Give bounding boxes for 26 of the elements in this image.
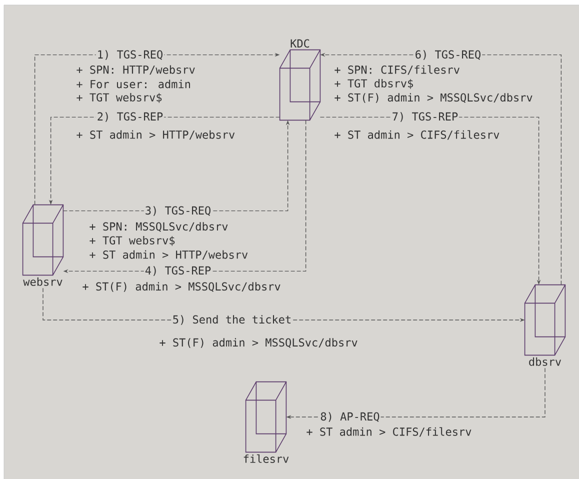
message-detail: + TGT dbsrv$ (334, 79, 414, 89)
message-detail: + ST admin > CIFS/filesrv (306, 427, 472, 437)
server-cube: filesrv (244, 381, 289, 463)
edge-label: 1) TGS-REQ (96, 49, 164, 61)
server-cube: dbsrv (524, 284, 566, 366)
message-detail: + SPN: MSSQLSvc/dbsrv (90, 222, 228, 232)
server-cube: websrv (22, 204, 64, 286)
server-cube: KDC (279, 39, 321, 121)
message-detail: + ST(F) admin > MSSQLSvc/dbsrv (334, 93, 532, 103)
edge-label: 3) TGS-REQ (144, 205, 212, 217)
message-detail: + SPN: HTTP/websrv (76, 65, 195, 75)
message-detail: + ST admin > CIFS/filesrv (334, 130, 500, 140)
edge-label: 7) TGS-REP (390, 111, 460, 123)
edge-label: 8) AP-REQ (319, 411, 381, 423)
edge-label: 5) Send the ticket (171, 314, 293, 326)
message-detail: + For user: admin (76, 80, 190, 88)
message-detail: + ST(F) admin > MSSQLSvc/dbsrv (82, 282, 280, 292)
edge-label: 4) TGS-REP (144, 265, 212, 277)
message-detail: + TGT websrv$ (90, 236, 175, 246)
message-detail: + ST admin > HTTP/websrv (76, 130, 235, 140)
message-detail: + TGT websrv$ (76, 93, 162, 103)
edge-label: 6) TGS-REQ (414, 49, 482, 61)
edge-label: 2) TGS-REP (96, 111, 164, 123)
message-detail: + ST admin > HTTP/websrv (90, 250, 248, 260)
message-detail: + SPN: CIFS/filesrv (334, 65, 460, 75)
message-detail: + ST(F) admin > MSSQLSvc/dbsrv (160, 338, 358, 348)
